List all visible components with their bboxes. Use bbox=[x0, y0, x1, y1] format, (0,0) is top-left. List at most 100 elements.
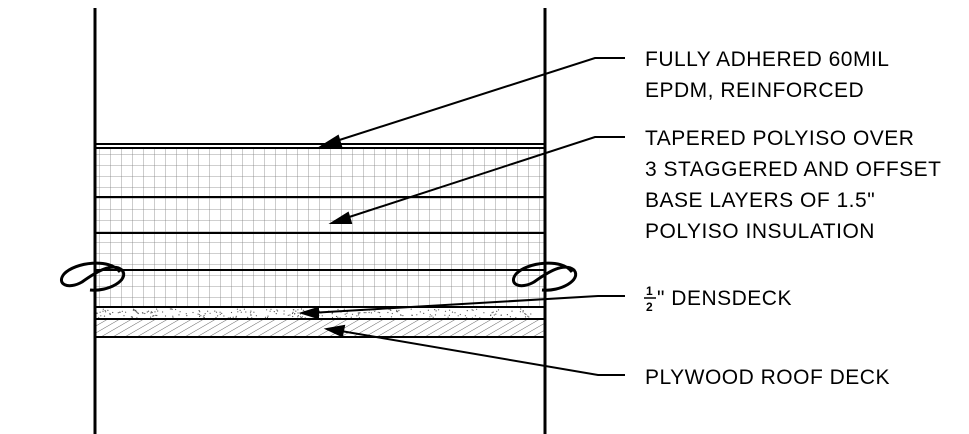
stipple-dot bbox=[287, 314, 289, 316]
stipple-dot bbox=[432, 316, 434, 318]
stipple-dot bbox=[449, 309, 451, 311]
stipple-dot bbox=[410, 308, 412, 310]
stipple-dot bbox=[299, 316, 302, 318]
densdeck-label: 1 2 " DENSDECK bbox=[644, 284, 791, 314]
stipple-dot bbox=[519, 311, 522, 313]
stipple-dot bbox=[236, 308, 238, 310]
stipple-dot bbox=[345, 315, 347, 317]
insulation-label-line4: POLYISO INSULATION bbox=[645, 220, 875, 243]
stipple-dot bbox=[297, 309, 299, 311]
stipple-dot bbox=[293, 309, 295, 311]
stipple-dot bbox=[370, 312, 372, 314]
stipple-dot bbox=[214, 310, 216, 312]
stipple-dot bbox=[283, 313, 285, 315]
stipple-dot bbox=[472, 309, 474, 311]
stipple-dot bbox=[266, 309, 268, 311]
stipple-dot bbox=[387, 311, 389, 314]
stipple-dot bbox=[275, 313, 277, 315]
stipple-dot bbox=[144, 312, 146, 315]
stipple-dot bbox=[147, 310, 150, 312]
stipple-dot bbox=[343, 308, 345, 310]
section-boundaries bbox=[93, 8, 547, 434]
densdeck-layer bbox=[96, 308, 532, 319]
stipple-dot bbox=[235, 316, 237, 318]
stipple-dot bbox=[491, 316, 494, 319]
stipple-dot bbox=[247, 316, 249, 318]
stipple-dot bbox=[153, 315, 155, 317]
stipple-dot bbox=[105, 311, 107, 313]
stipple-dot bbox=[297, 315, 299, 317]
insulation-label-line2: 3 STAGGERED AND OFFSET bbox=[645, 158, 942, 181]
stipple-dot bbox=[199, 311, 201, 313]
stipple-dot bbox=[524, 316, 527, 318]
stipple-dot bbox=[185, 313, 187, 315]
stipple-dot bbox=[431, 315, 433, 317]
stipple-dot bbox=[283, 310, 285, 312]
stipple-dot bbox=[344, 313, 346, 315]
stipple-dot bbox=[337, 308, 339, 311]
stipple-dot bbox=[451, 311, 454, 313]
stipple-dot bbox=[506, 314, 508, 316]
stipple-dot bbox=[269, 310, 271, 312]
stipple-dot bbox=[493, 314, 495, 316]
stipple-dot bbox=[198, 314, 201, 316]
stipple-dot bbox=[266, 316, 269, 319]
stipple-dot bbox=[250, 314, 252, 316]
stipple-dot bbox=[522, 310, 524, 312]
stipple-dot bbox=[335, 315, 338, 318]
stipple-dot bbox=[255, 315, 257, 317]
stipple-dot bbox=[276, 309, 278, 311]
stipple-dot bbox=[363, 312, 365, 314]
stipple-dot bbox=[119, 311, 121, 313]
stipple-dot bbox=[102, 310, 104, 312]
stipple-dot bbox=[447, 316, 449, 318]
stipple-dot bbox=[112, 311, 114, 314]
stipple-dot bbox=[511, 310, 513, 312]
stipple-dot bbox=[522, 311, 524, 313]
stipple-dot bbox=[162, 311, 164, 313]
stipple-dot bbox=[291, 312, 294, 315]
stipple-dot bbox=[379, 312, 381, 314]
stipple-dot bbox=[299, 313, 302, 315]
stipple-dot bbox=[289, 314, 291, 316]
stipple-dot bbox=[202, 316, 204, 318]
stipple-dot bbox=[391, 312, 393, 315]
stipple-dot bbox=[300, 308, 303, 310]
stipple-dot bbox=[448, 314, 450, 316]
stipple-dot bbox=[379, 315, 381, 318]
stipple-dot bbox=[351, 313, 354, 315]
stipple-dot bbox=[434, 309, 436, 311]
stipple-dot bbox=[416, 314, 418, 316]
stipple-dot bbox=[400, 314, 402, 316]
stipple-dot bbox=[164, 315, 167, 317]
stipple-dot bbox=[217, 315, 219, 317]
stipple-dot bbox=[454, 312, 456, 314]
stipple-dot bbox=[96, 312, 98, 314]
stipple-dot bbox=[192, 311, 194, 314]
stipple-dot bbox=[530, 313, 532, 315]
stipple-dot bbox=[359, 312, 361, 314]
stipple-dot bbox=[203, 316, 205, 319]
stipple-dot bbox=[509, 316, 511, 318]
stipple-dot bbox=[429, 316, 431, 318]
stipple-dot bbox=[264, 316, 267, 318]
stipple-dot bbox=[104, 310, 106, 312]
stipple-dot bbox=[172, 315, 174, 317]
stipple-dot bbox=[464, 315, 466, 317]
stipple-dot bbox=[245, 311, 247, 313]
layer-lines bbox=[95, 143, 545, 338]
stipple-dot bbox=[253, 311, 255, 313]
stipple-dot bbox=[178, 314, 180, 316]
stipple-dot bbox=[107, 309, 109, 311]
stipple-dot bbox=[215, 317, 217, 319]
stipple-dot bbox=[103, 315, 106, 317]
stipple-dot bbox=[130, 316, 132, 318]
plywood-deck-layer bbox=[95, 320, 545, 337]
insulation-label-line3: BASE LAYERS OF 1.5" bbox=[645, 189, 875, 212]
stipple-dot bbox=[438, 309, 440, 311]
stipple-dot bbox=[491, 312, 493, 314]
stipple-dot bbox=[131, 316, 134, 318]
stipple-dot bbox=[444, 310, 447, 312]
stipple-dot bbox=[243, 308, 245, 310]
